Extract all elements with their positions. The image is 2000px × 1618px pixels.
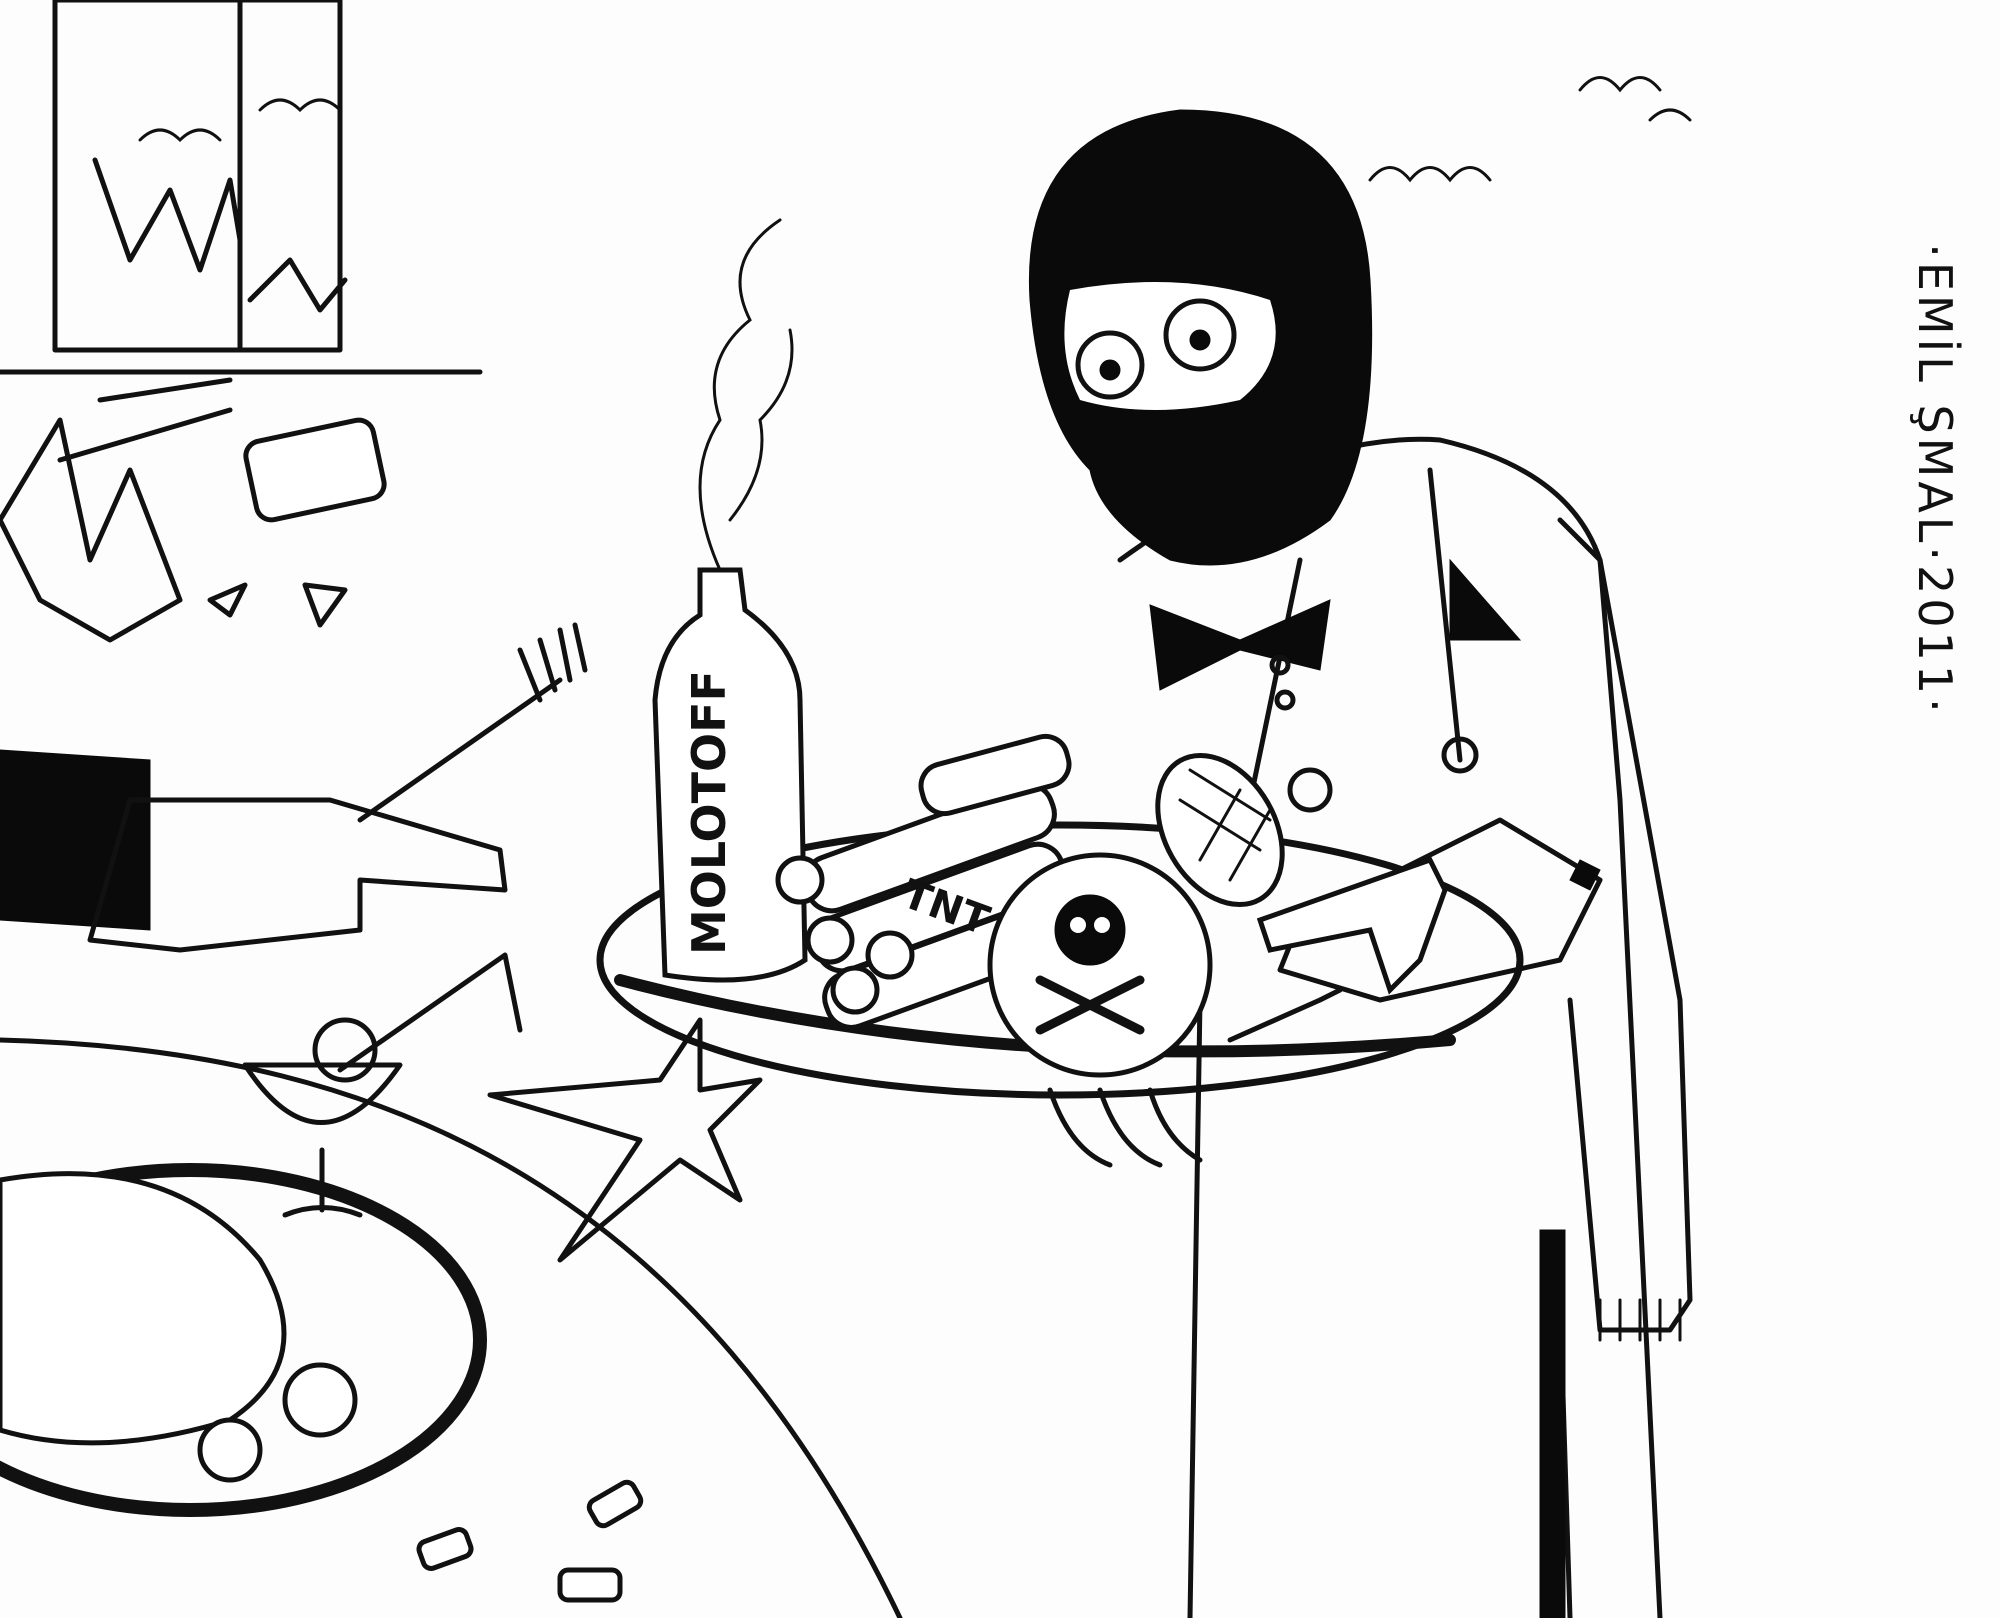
bullet-casings [416, 1479, 644, 1603]
smoke-puffs [1368, 76, 1692, 183]
skull-bomb [987, 852, 1213, 1078]
grenade [1155, 752, 1333, 908]
molotoff-label: MOLOTOFF [682, 670, 736, 955]
pistol-and-syringe [1227, 856, 1448, 1043]
diner-hand-with-fork [0, 622, 588, 953]
debris [0, 377, 387, 643]
tnt-dynamite-bundle: TNT [775, 733, 1072, 1030]
molotov-bottle: MOLOTOFF [652, 218, 808, 983]
masked-waiter [1117, 436, 1693, 1618]
cocktail-glass [242, 952, 523, 1218]
balaclava-head [1028, 109, 1373, 566]
explosion-spark [487, 1017, 763, 1263]
serving-tray [596, 821, 1524, 1168]
artist-signature: ·EMİL ŞMAL·2011· [1890, 243, 1980, 717]
broken-window [0, 0, 483, 375]
turkey-plate [0, 1163, 487, 1517]
signature-text: ·EMİL ŞMAL·2011· [1908, 243, 1962, 717]
table-edge [0, 1037, 903, 1618]
